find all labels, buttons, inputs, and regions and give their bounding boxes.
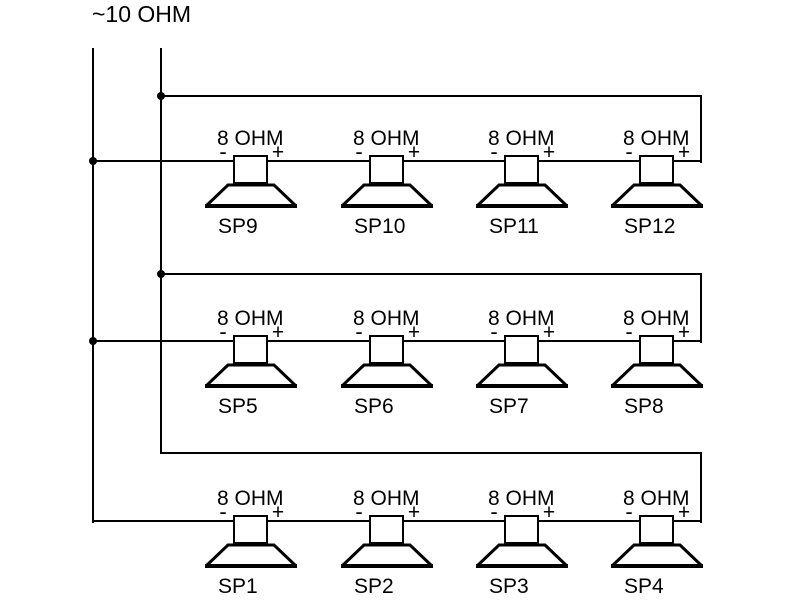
speaker-cone-icon [476, 183, 568, 208]
inner-bus-wire [160, 48, 162, 454]
positive-terminal-label: + [677, 500, 691, 524]
speaker-cone-icon [611, 543, 703, 568]
speaker-name: SP6 [354, 395, 394, 418]
speaker-sp11: 8 OHM - + SP11 [476, 127, 568, 241]
row1-feed-wire [160, 95, 702, 97]
impedance-label: 8 OHM [353, 307, 420, 330]
negative-terminal-label: - [219, 319, 227, 344]
speaker-sp8: 8 OHM - + SP8 [611, 307, 703, 421]
impedance-label: 8 OHM [217, 127, 284, 150]
positive-terminal-label: + [677, 320, 691, 344]
junction-dot [89, 337, 97, 345]
speaker-sp1: 8 OHM - + SP1 [205, 487, 297, 601]
speaker-driver-box [233, 155, 268, 184]
negative-terminal-label: - [625, 139, 633, 164]
junction-dot [157, 270, 165, 278]
positive-terminal-label: + [542, 140, 556, 164]
speaker-sp10: 8 OHM - + SP10 [341, 127, 433, 241]
negative-terminal-label: - [355, 319, 363, 344]
speaker-driver-box [504, 515, 539, 544]
speaker-cone-icon [205, 543, 297, 568]
speaker-name: SP4 [624, 575, 664, 598]
speaker-driver-box [369, 335, 404, 364]
impedance-label: 8 OHM [217, 487, 284, 510]
negative-terminal-label: - [625, 319, 633, 344]
junction-dot [157, 92, 165, 100]
positive-terminal-label: + [542, 500, 556, 524]
speaker-cone-icon [611, 183, 703, 208]
speaker-driver-box [233, 335, 268, 364]
speaker-driver-box [504, 335, 539, 364]
negative-terminal-label: - [219, 139, 227, 164]
speaker-sp3: 8 OHM - + SP3 [476, 487, 568, 601]
impedance-label: 8 OHM [217, 307, 284, 330]
impedance-label: 8 OHM [623, 487, 690, 510]
speaker-driver-box [233, 515, 268, 544]
speaker-name: SP12 [624, 215, 676, 238]
speaker-name: SP3 [489, 575, 529, 598]
impedance-label: 8 OHM [488, 307, 555, 330]
speaker-name: SP11 [489, 215, 539, 238]
row1-right-wire [700, 95, 702, 163]
positive-terminal-label: + [271, 320, 285, 344]
impedance-label: 8 OHM [623, 127, 690, 150]
negative-terminal-label: - [490, 499, 498, 524]
speaker-driver-box [639, 515, 674, 544]
row3-right-wire [700, 452, 702, 523]
positive-terminal-label: + [677, 140, 691, 164]
positive-terminal-label: + [271, 500, 285, 524]
speaker-sp7: 8 OHM - + SP7 [476, 307, 568, 421]
row2-feed-wire [160, 273, 702, 275]
impedance-label: 8 OHM [488, 487, 555, 510]
negative-terminal-label: - [219, 499, 227, 524]
speaker-name: SP8 [624, 395, 664, 418]
speaker-driver-box [504, 155, 539, 184]
impedance-label: 8 OHM [353, 487, 420, 510]
speaker-driver-box [639, 155, 674, 184]
left-bus-wire [92, 48, 94, 523]
negative-terminal-label: - [490, 139, 498, 164]
speaker-sp9: 8 OHM - + SP9 [205, 127, 297, 241]
row3-feed-wire [160, 452, 702, 454]
negative-terminal-label: - [490, 319, 498, 344]
speaker-driver-box [639, 335, 674, 364]
speaker-cone-icon [341, 183, 433, 208]
speaker-cone-icon [611, 363, 703, 388]
speaker-sp2: 8 OHM - + SP2 [341, 487, 433, 601]
speaker-name: SP2 [354, 575, 394, 598]
positive-terminal-label: + [271, 140, 285, 164]
junction-dot [89, 157, 97, 165]
speaker-cone-icon [341, 363, 433, 388]
speaker-name: SP10 [354, 215, 406, 238]
speaker-cone-icon [205, 363, 297, 388]
speaker-cone-icon [476, 363, 568, 388]
row2-right-wire [700, 273, 702, 343]
impedance-label: 8 OHM [353, 127, 420, 150]
speaker-sp6: 8 OHM - + SP6 [341, 307, 433, 421]
speaker-name: SP5 [218, 395, 258, 418]
speaker-cone-icon [205, 183, 297, 208]
impedance-label: 8 OHM [623, 307, 690, 330]
speaker-name: SP9 [218, 215, 258, 238]
speaker-driver-box [369, 155, 404, 184]
positive-terminal-label: + [407, 140, 421, 164]
positive-terminal-label: + [407, 320, 421, 344]
speaker-sp12: 8 OHM - + SP12 [611, 127, 703, 241]
speaker-sp5: 8 OHM - + SP5 [205, 307, 297, 421]
total-impedance-title: ~10 OHM [92, 1, 192, 27]
speaker-driver-box [369, 515, 404, 544]
positive-terminal-label: + [407, 500, 421, 524]
speaker-name: SP1 [218, 575, 258, 598]
positive-terminal-label: + [542, 320, 556, 344]
impedance-label: 8 OHM [488, 127, 555, 150]
negative-terminal-label: - [355, 499, 363, 524]
speaker-cone-icon [476, 543, 568, 568]
speaker-cone-icon [341, 543, 433, 568]
speaker-name: SP7 [489, 395, 529, 418]
speaker-sp4: 8 OHM - + SP4 [611, 487, 703, 601]
negative-terminal-label: - [625, 499, 633, 524]
negative-terminal-label: - [355, 139, 363, 164]
